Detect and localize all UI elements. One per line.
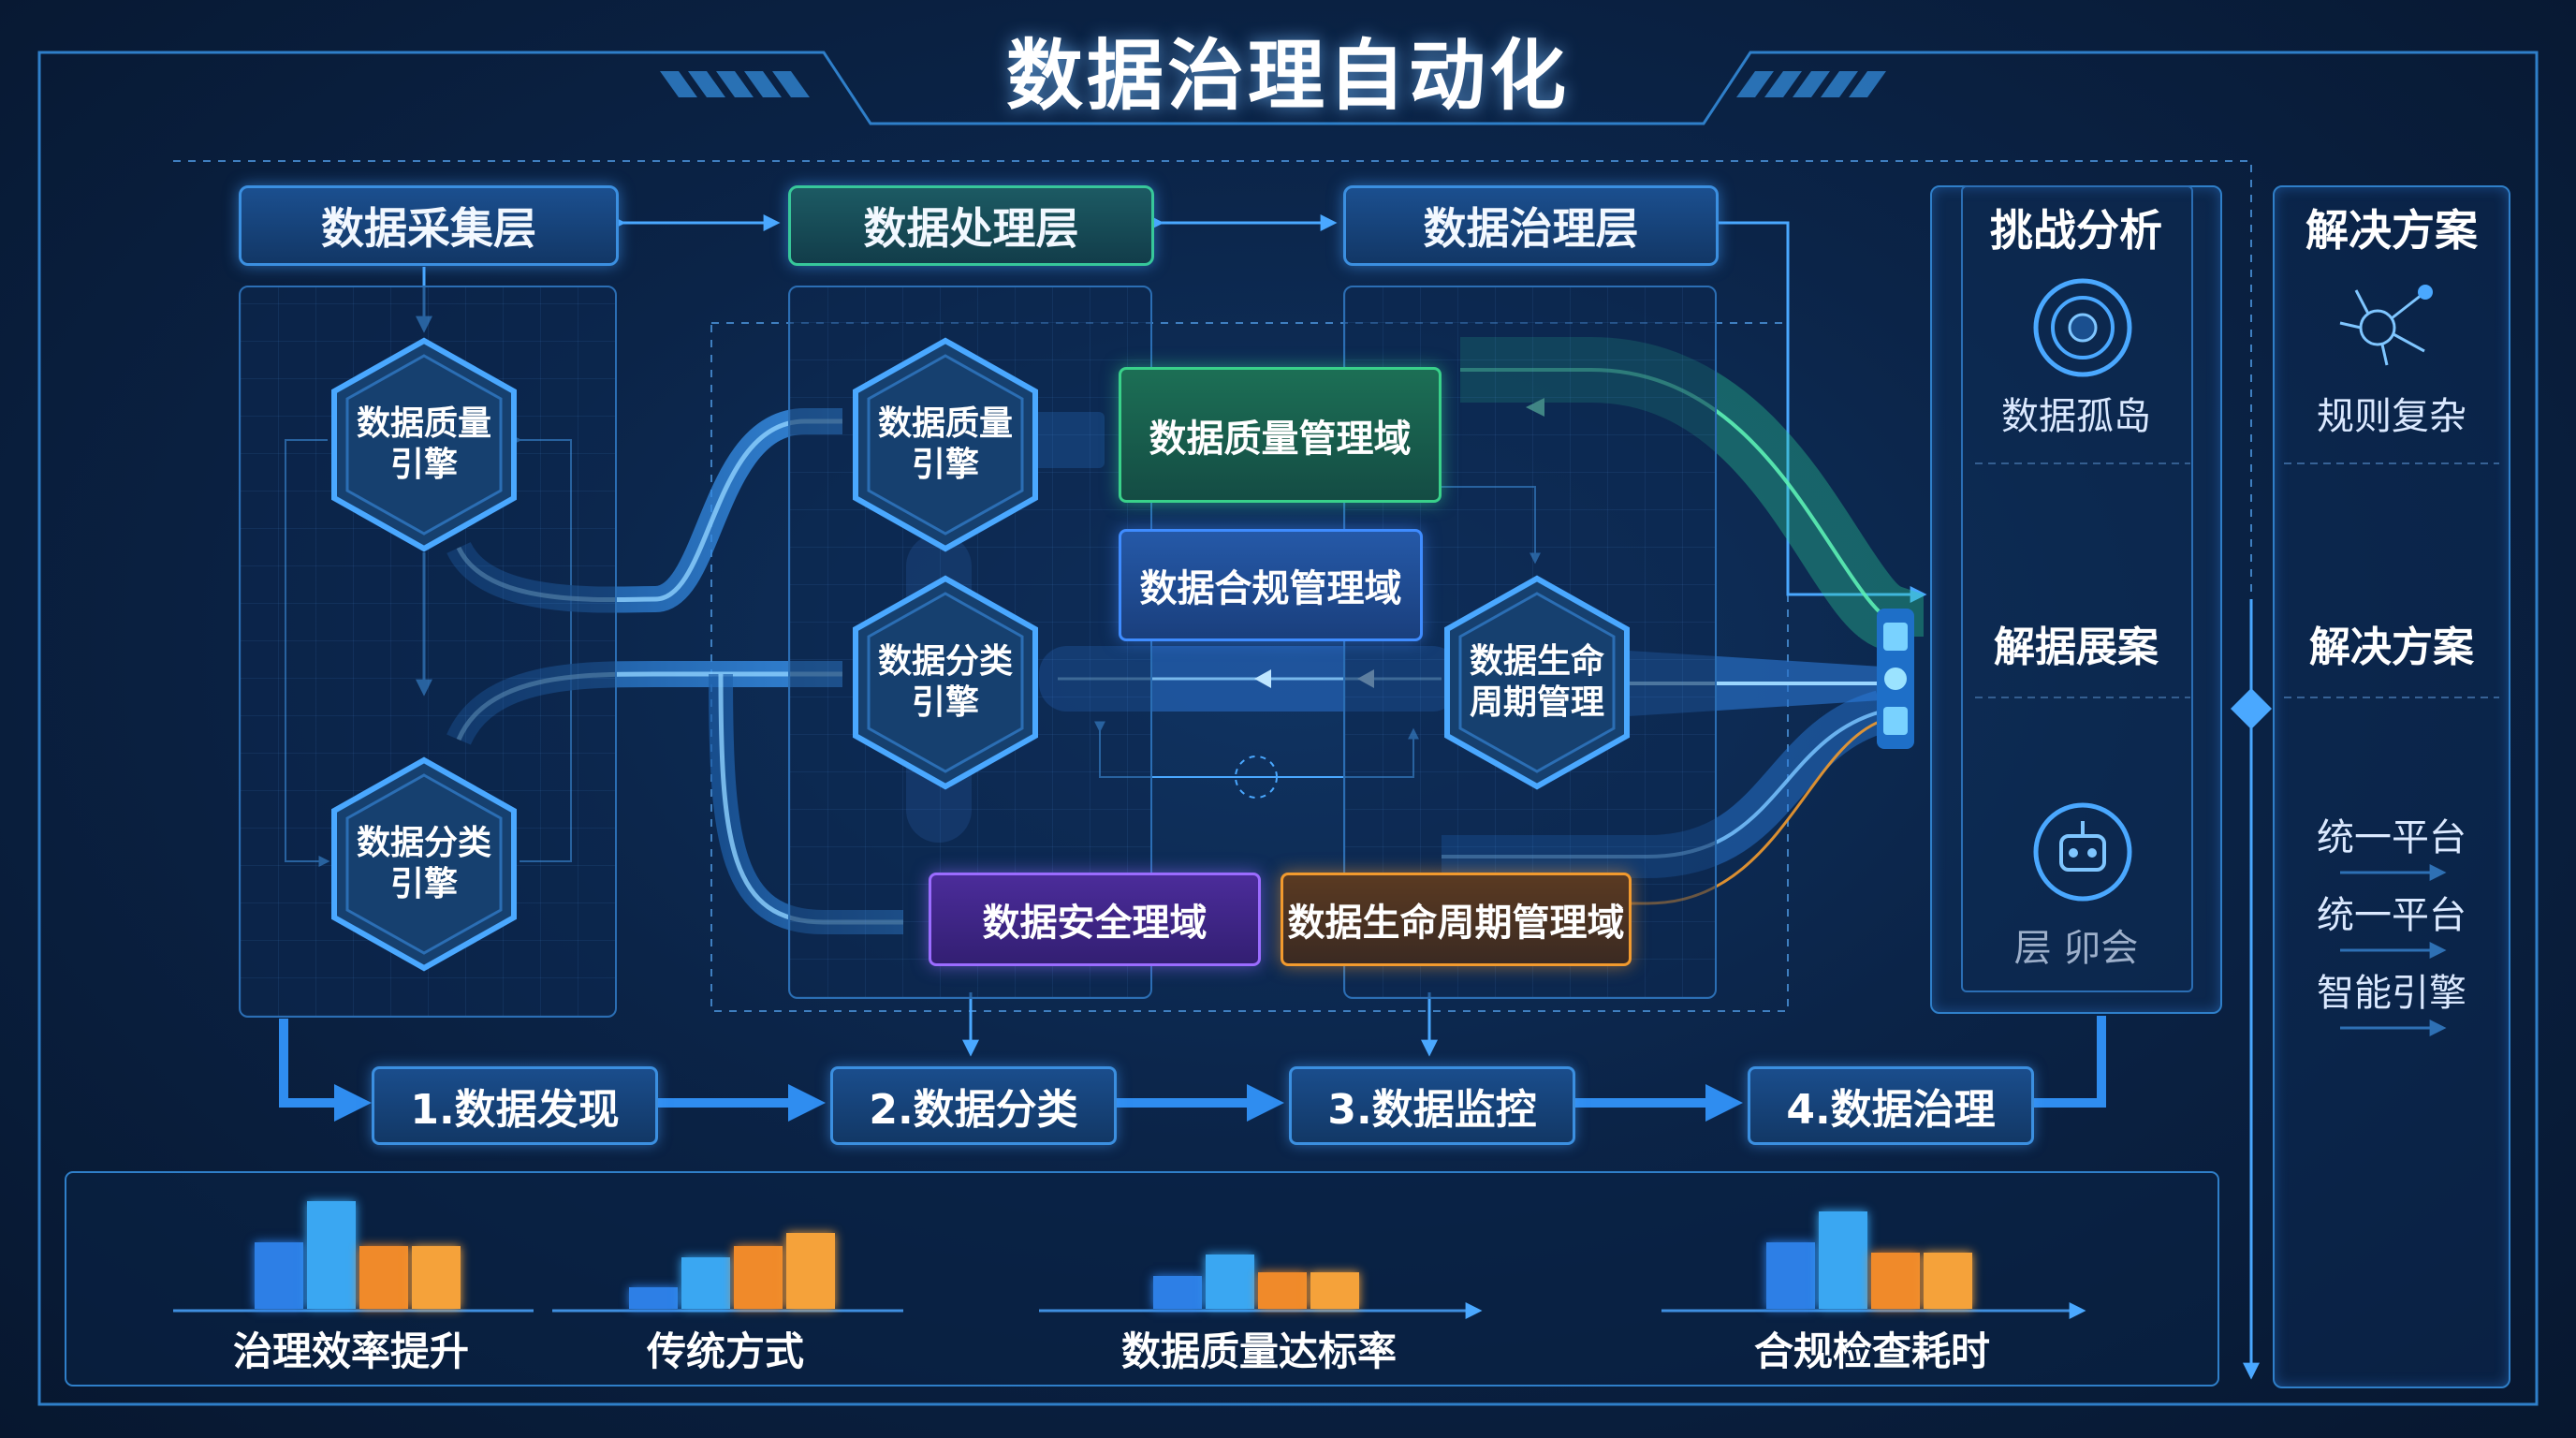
- engine-process-classify: 数据分类引擎: [852, 575, 1039, 790]
- chart-bar: [307, 1201, 356, 1309]
- chart-title-compliance-time: 合规检查耗时: [1753, 1328, 1990, 1374]
- challenge-item-3: 层 卯会: [2013, 927, 2139, 970]
- solution-item-4: 统一平台: [2317, 894, 2466, 937]
- chart-bar: [1766, 1242, 1815, 1309]
- layer-govern-head: 数据治理层: [1343, 185, 1719, 266]
- chart-title-efficiency: 治理效率提升: [232, 1328, 469, 1374]
- layer-process-head: 数据处理层: [788, 185, 1154, 266]
- layer-collect-head: 数据采集层: [239, 185, 619, 266]
- hexagon-icon: [331, 756, 517, 972]
- engine-label: 数据分类引擎: [877, 642, 1013, 722]
- hexagon-icon: [853, 575, 1038, 790]
- domain-security: 数据安全理域: [929, 873, 1261, 966]
- engine-label: 数据质量引擎: [877, 404, 1013, 484]
- domain-quality: 数据质量管理域: [1119, 367, 1442, 503]
- engine-collect-classify: 数据分类引擎: [330, 756, 518, 972]
- chart-bar: [255, 1242, 303, 1309]
- hexagon-icon: [331, 337, 517, 552]
- solution-item-1: 规则复杂: [2317, 395, 2466, 438]
- engine-collect-quality: 数据质量引擎: [330, 337, 518, 552]
- step-discover: 1.数据发现: [372, 1066, 658, 1145]
- robot-icon: [2033, 802, 2132, 902]
- challenge-head: 挑战分析: [1990, 205, 2162, 256]
- domain-lifecycle: 数据生命周期管理域: [1281, 873, 1632, 966]
- chart-bar: [1206, 1255, 1254, 1309]
- solution-panel: [2273, 185, 2510, 1388]
- chart-title-quality-rate: 数据质量达标率: [1120, 1328, 1397, 1374]
- step-classify: 2.数据分类: [830, 1066, 1117, 1145]
- chart-bar: [1871, 1253, 1920, 1309]
- chart-bar: [412, 1246, 461, 1309]
- solution-head: 解决方案: [2305, 205, 2478, 256]
- page-title: 数据治理自动化: [1005, 32, 1570, 121]
- title-stripes-left: [660, 71, 810, 97]
- engine-process-quality: 数据质量引擎: [852, 337, 1039, 552]
- solution-item-3: 统一平台: [2317, 816, 2466, 859]
- domain-compliance: 数据合规管理域: [1119, 529, 1423, 641]
- solution-item-5: 智能引擎: [2317, 972, 2466, 1015]
- engine-label: 数据分类引擎: [356, 824, 491, 903]
- chart-bar: [681, 1257, 730, 1309]
- challenge-item-1: 数据孤岛: [2001, 395, 2151, 438]
- chart-bar: [734, 1246, 783, 1309]
- challenge-item-2: 解据展案: [1994, 624, 2159, 671]
- chart-bar: [1924, 1253, 1972, 1309]
- outer-frame: [37, 51, 2539, 1406]
- chart-bar: [1310, 1272, 1359, 1309]
- hexagon-icon: [1444, 575, 1630, 790]
- step-govern: 4.数据治理: [1748, 1066, 2034, 1145]
- chart-bar: [1258, 1272, 1307, 1309]
- solution-item-2: 解决方案: [2309, 624, 2474, 671]
- chart-title-traditional: 传统方式: [646, 1328, 804, 1374]
- target-icon: [2033, 278, 2132, 377]
- chart-bar: [1153, 1276, 1202, 1309]
- chart-bar: [786, 1233, 835, 1309]
- network-icon: [2339, 285, 2433, 366]
- engine-lifecycle: 数据生命周期管理: [1443, 575, 1631, 790]
- step-monitor: 3.数据监控: [1289, 1066, 1575, 1145]
- hexagon-icon: [853, 337, 1038, 552]
- challenge-inner-frame: [1961, 185, 2193, 992]
- title-stripes-right: [1736, 71, 1886, 97]
- engine-label: 数据生命周期管理: [1469, 642, 1604, 722]
- chart-bar: [359, 1246, 408, 1309]
- chart-bar: [629, 1287, 678, 1309]
- engine-label: 数据质量引擎: [356, 404, 491, 484]
- chart-bar: [1819, 1211, 1867, 1309]
